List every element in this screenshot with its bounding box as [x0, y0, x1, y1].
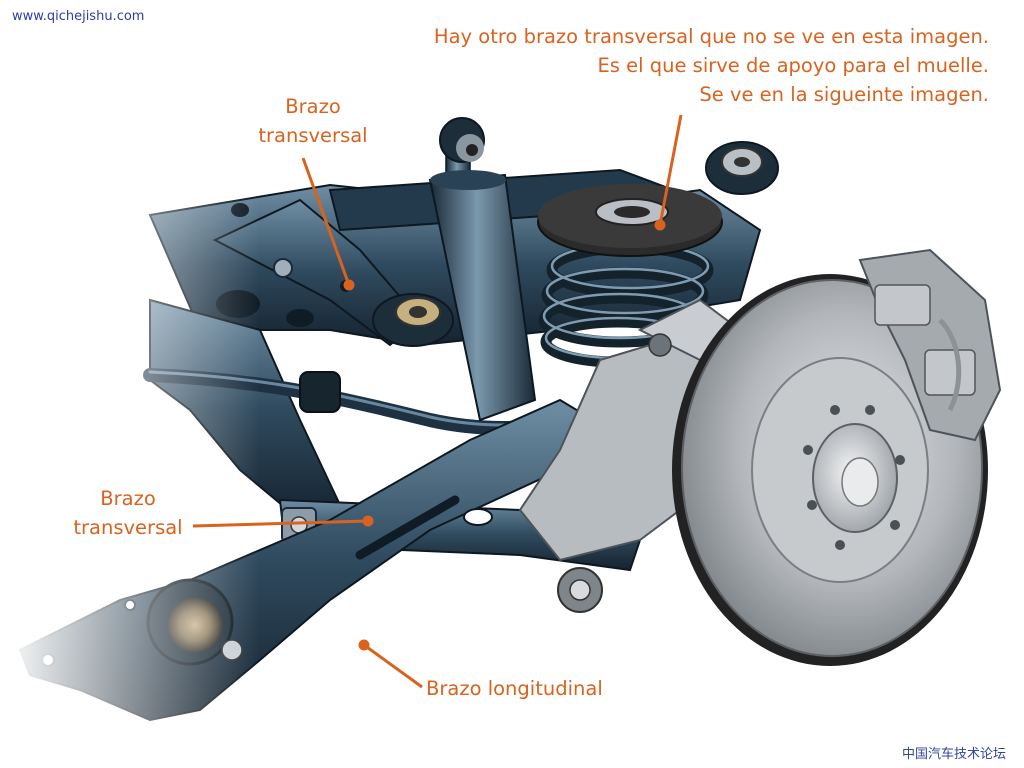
leader-top-arm-dot [343, 279, 355, 291]
leader-mid-arm [192, 519, 369, 528]
brake-disc [672, 274, 988, 666]
leader-trailing-arm [363, 643, 423, 689]
label-line: transversal [258, 124, 368, 147]
label-trailing-arm: Brazo longitudinal [426, 677, 603, 700]
leader-mid-arm-dot [362, 515, 374, 527]
note-line: Hay otro brazo transversal que no se ve … [433, 25, 989, 48]
note-callout: Hay otro brazo transversal que no se ve … [434, 22, 989, 109]
leader-note [658, 114, 683, 226]
site-watermark: www.qichejishu.com [12, 9, 145, 24]
left-fade [0, 0, 260, 768]
note-line: Se ve en la sigueinte imagen. [699, 83, 989, 106]
label-line: Brazo [100, 487, 156, 510]
leader-lines [192, 114, 683, 689]
label-line: Brazo [285, 95, 341, 118]
leader-trailing-arm-dot [358, 639, 370, 651]
label-mid-transverse-arm: Brazo transversal [48, 484, 208, 542]
spring-seat [537, 184, 723, 257]
label-top-transverse-arm: Brazo transversal [240, 92, 386, 150]
note-line: Es el que sirve de apoyo para el muelle. [597, 54, 989, 77]
shock-absorber [428, 117, 537, 422]
forum-watermark: 中国汽车技术论坛 [901, 747, 1006, 762]
label-line: transversal [73, 516, 183, 539]
brake-caliper [858, 248, 1002, 442]
subframe-bushing [372, 141, 779, 347]
leader-note-dot [654, 219, 666, 231]
leader-top-arm [301, 157, 351, 286]
